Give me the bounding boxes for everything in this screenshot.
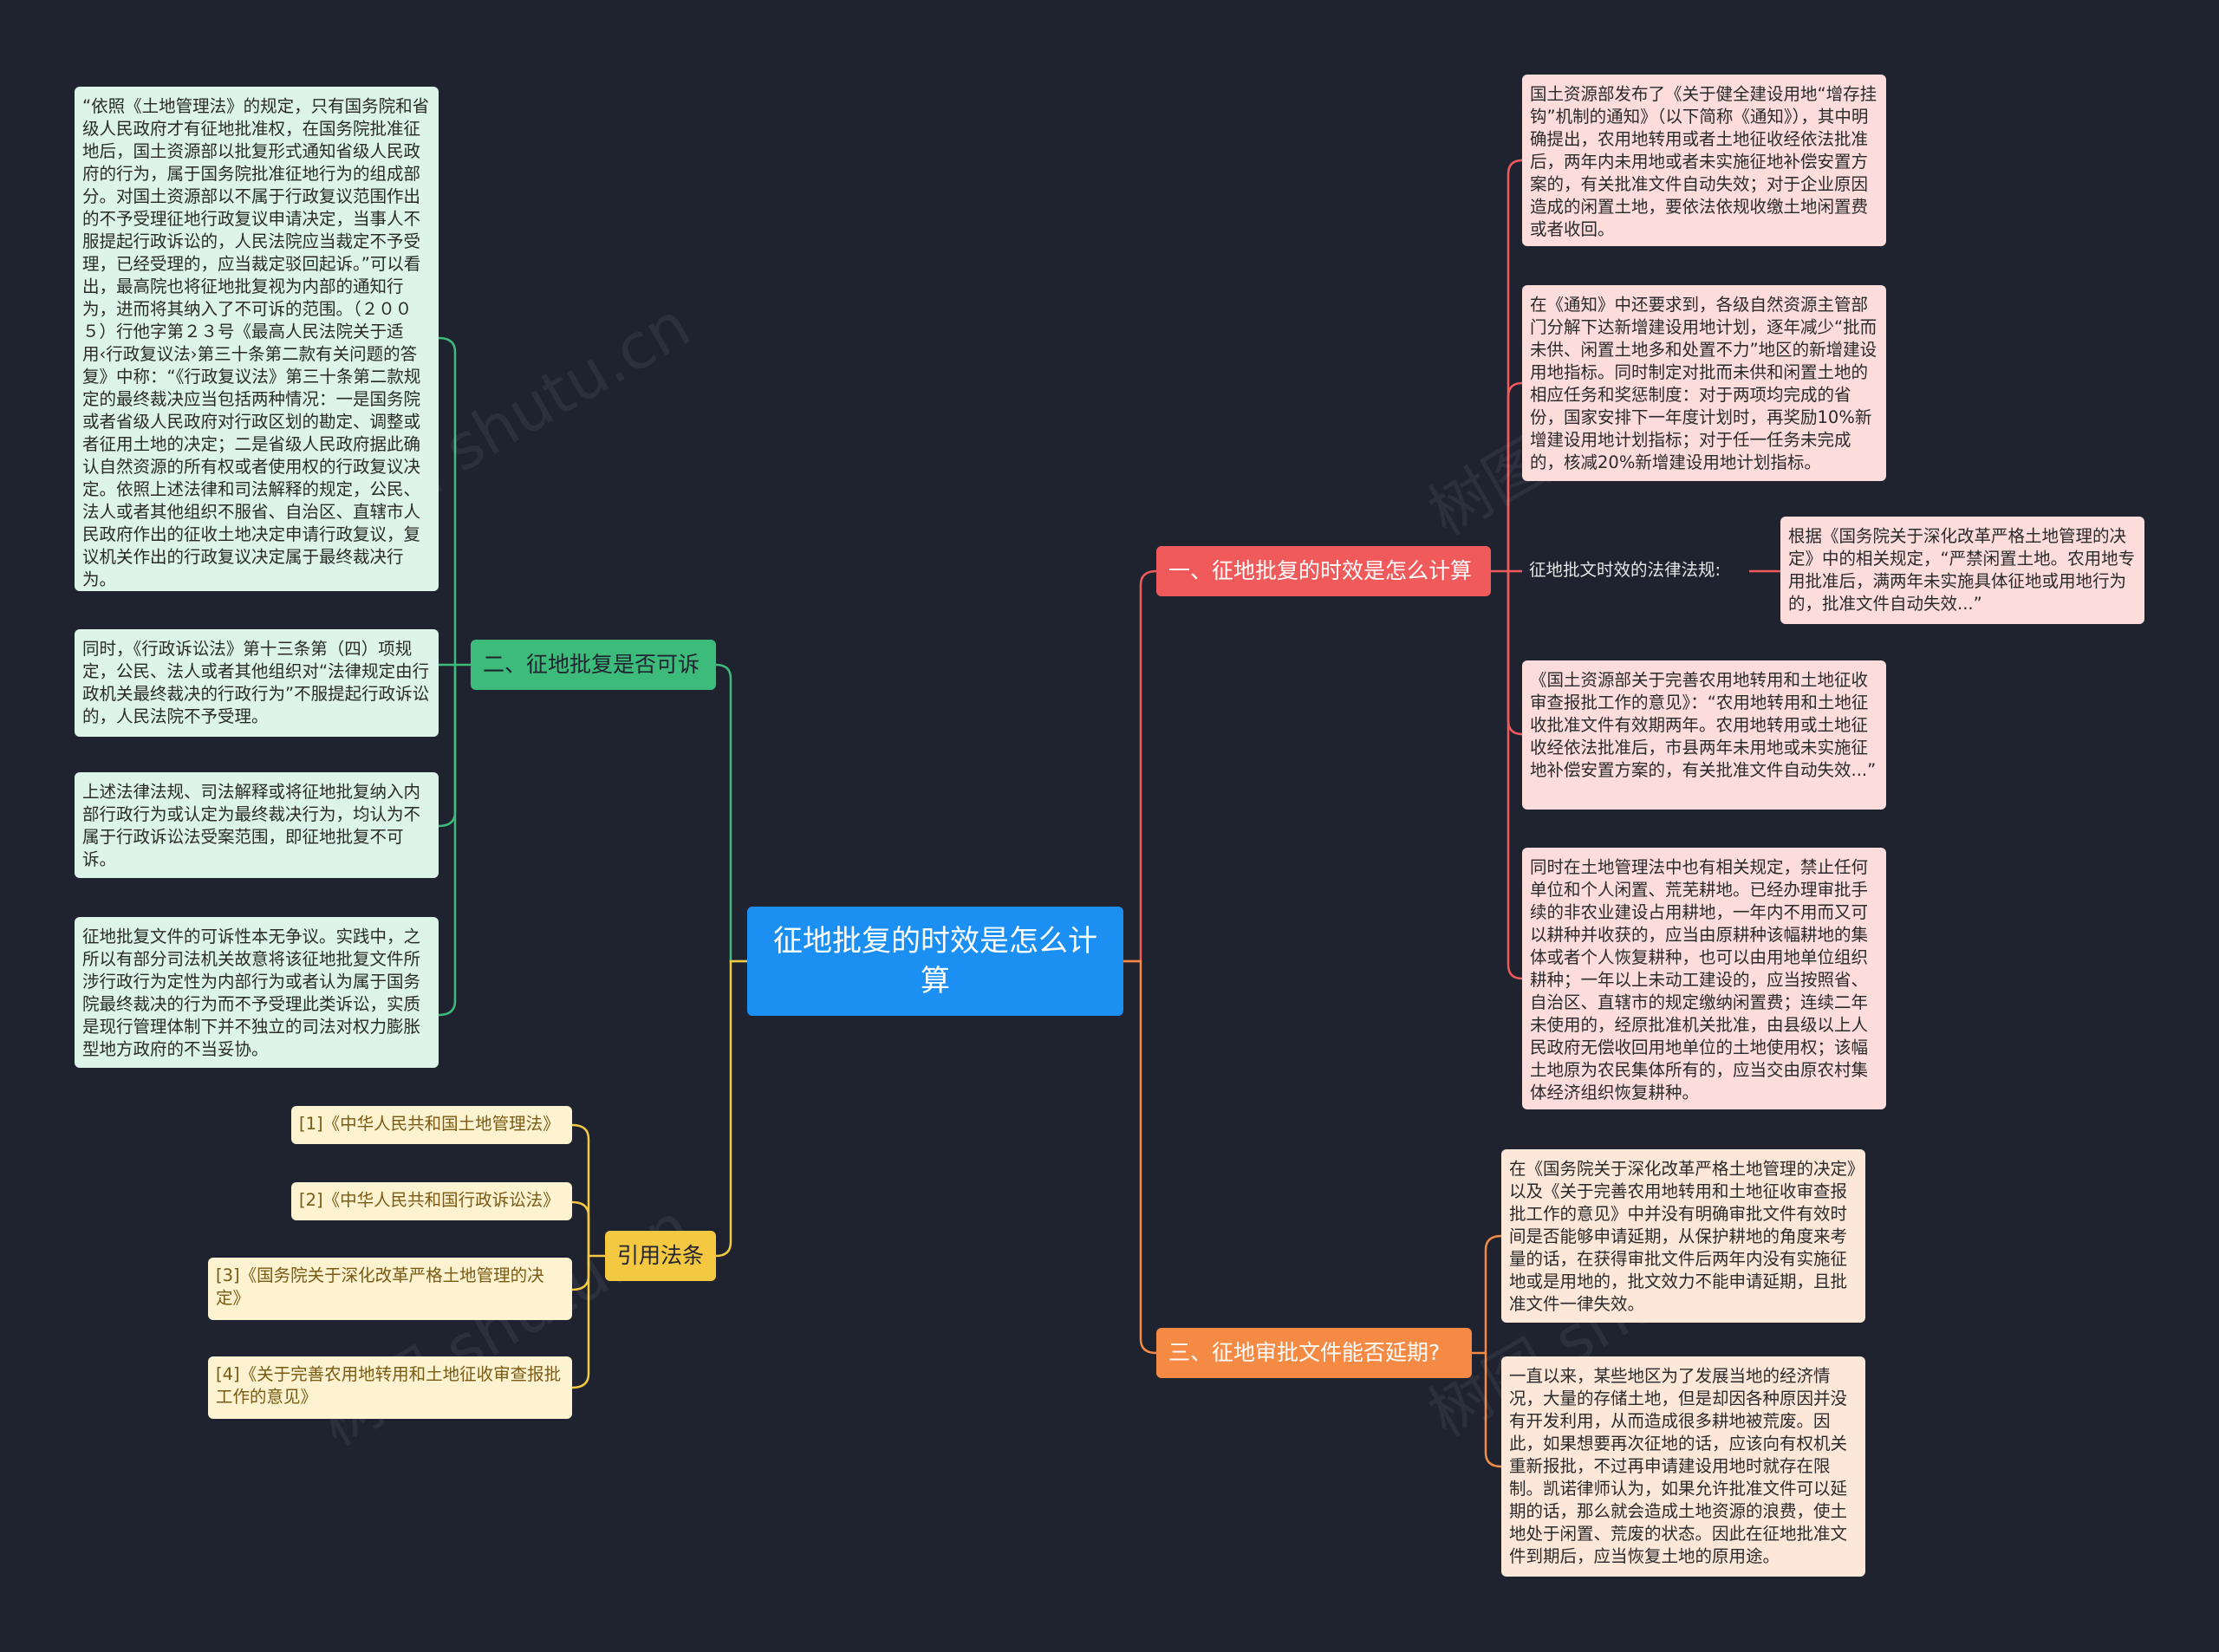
leaf-b1-3-law-label[interactable]: 征地批文时效的法律法规: xyxy=(1529,560,1721,580)
link-center-b1 xyxy=(1123,569,1157,963)
link-b1-leaf2 xyxy=(1506,381,1523,571)
leaf-b4-4[interactable]: [4]《关于完善农用地转用和土地征收审查报批工作的意见》 xyxy=(208,1356,572,1419)
leaf-b1-5[interactable]: 同时在土地管理法中也有相关规定，禁止任何单位和个人闲置、荒芜耕地。已经办理审批手… xyxy=(1522,848,1886,1109)
link-center-b4 xyxy=(715,959,747,1258)
branch-citations[interactable]: 引用法条 xyxy=(605,1231,716,1281)
leaf-b4-2[interactable]: [2]《中华人民共和国行政诉讼法》 xyxy=(291,1182,572,1220)
link-b4-leaf1 xyxy=(571,1123,605,1258)
central-topic[interactable]: 征地批复的时效是怎么计算 xyxy=(747,907,1123,1016)
branch-time-limit[interactable]: 一、征地批复的时效是怎么计算 xyxy=(1156,546,1491,596)
central-topic-text: 征地批复的时效是怎么计算 xyxy=(773,924,1097,998)
link-center-b3 xyxy=(1123,959,1157,1355)
link-b4-leaf4 xyxy=(571,1256,590,1389)
link-b1-leaf5 xyxy=(1506,571,1523,980)
link-center-b2 xyxy=(715,663,747,963)
leaf-b2-4[interactable]: 征地批复文件的可诉性本无争议。实践中，之所以有部分司法机关故意将该征地批复文件所… xyxy=(75,917,439,1068)
link-b2-leaf4 xyxy=(438,665,457,1017)
link-b2-leaf1 xyxy=(438,336,471,667)
link-b4-leaf2 xyxy=(571,1200,590,1256)
leaf-b2-3[interactable]: 上述法律法规、司法解释或将征地批复纳入内部行政行为或认定为最终裁决行为，均认为不… xyxy=(75,772,439,878)
leaf-b3-1[interactable]: 在《国务院关于深化改革严格土地管理的决定》以及《关于完善农用地转用和土地征收审查… xyxy=(1501,1149,1865,1323)
link-b4-leaf3 xyxy=(571,1256,590,1291)
leaf-b2-2[interactable]: 同时，《行政诉讼法》第十三条第（四）项规定，公民、法人或者其他组织对“法律规定由… xyxy=(75,629,439,737)
link-b1-leaf4 xyxy=(1506,571,1523,736)
leaf-b1-4[interactable]: 《国土资源部关于完善农用地转用和土地征收审查报批工作的意见》：“农用地转用和土地… xyxy=(1522,660,1886,810)
link-b1-leaf1 xyxy=(1491,159,1523,573)
branch-litigable[interactable]: 二、征地批复是否可诉 xyxy=(471,640,716,690)
link-b3-leaf2 xyxy=(1484,1353,1502,1468)
leaf-b4-1[interactable]: [1]《中华人民共和国土地管理法》 xyxy=(291,1106,572,1144)
leaf-b1-1[interactable]: 国土资源部发布了《关于健全建设用地“增存挂钩”机制的通知》（以下简称《通知》），… xyxy=(1522,75,1886,246)
leaf-b1-3-sub[interactable]: 根据《国务院关于深化改革严格土地管理的决定》中的相关规定，“严禁闲置土地。农用地… xyxy=(1780,517,2144,624)
leaf-b4-3[interactable]: [3]《国务院关于深化改革严格土地管理的决定》 xyxy=(208,1258,572,1320)
leaf-b3-2[interactable]: 一直以来，某些地区为了发展当地的经济情况，大量的存储土地，但是却因各种原因并没有… xyxy=(1501,1356,1865,1577)
leaf-b2-1[interactable]: “依照《土地管理法》的规定，只有国务院和省级人民政府才有征地批准权，在国务院批准… xyxy=(75,87,439,591)
leaf-b1-2[interactable]: 在《通知》中还要求到，各级自然资源主管部门分解下达新增建设用地计划，逐年减少“批… xyxy=(1522,285,1886,481)
link-b3-leaf1 xyxy=(1472,1234,1502,1355)
branch-extension[interactable]: 三、征地审批文件能否延期? xyxy=(1156,1328,1472,1378)
link-b2-leaf3 xyxy=(438,665,457,828)
